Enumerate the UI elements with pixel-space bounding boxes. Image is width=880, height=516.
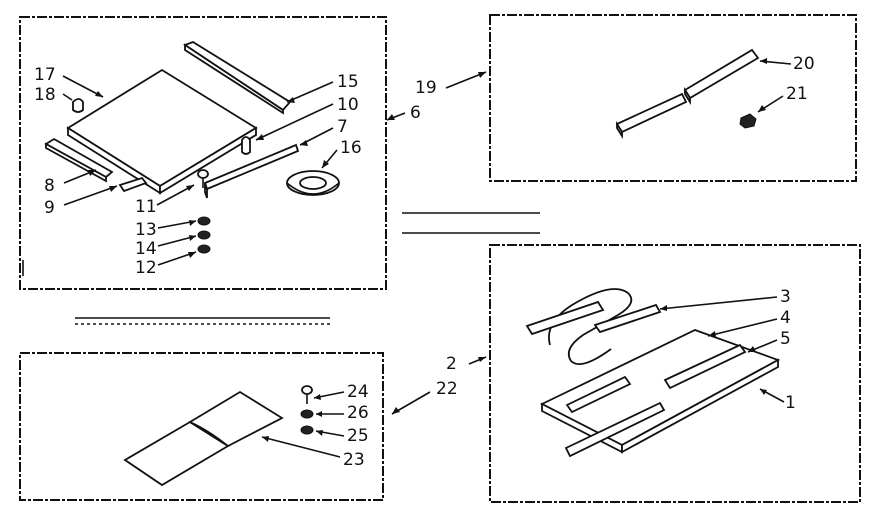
callout-11: 11 bbox=[135, 197, 157, 217]
fastener-21 bbox=[739, 113, 757, 129]
pin-10 bbox=[241, 136, 251, 155]
shelf-panel bbox=[66, 68, 258, 195]
screw-11 bbox=[197, 169, 209, 188]
leader-lines bbox=[62, 58, 792, 458]
callout-22: 22 bbox=[436, 379, 458, 399]
callout-12: 12 bbox=[135, 258, 157, 278]
rod-9 bbox=[118, 176, 148, 193]
callout-19: 19 bbox=[415, 78, 437, 98]
clip-18 bbox=[72, 98, 84, 113]
callout-21: 21 bbox=[786, 84, 808, 104]
group-box-19 bbox=[489, 14, 857, 182]
hardware-24-26-25 bbox=[300, 385, 314, 435]
washers-13-14-12 bbox=[197, 216, 211, 254]
callout-18: 18 bbox=[34, 85, 56, 105]
callout-5: 5 bbox=[780, 329, 791, 349]
callout-25: 25 bbox=[347, 426, 369, 446]
callout-24: 24 bbox=[347, 382, 369, 402]
callout-4: 4 bbox=[780, 308, 791, 328]
callout-6: 6 bbox=[410, 103, 421, 123]
callout-13: 13 bbox=[135, 220, 157, 240]
callout-2: 2 bbox=[446, 354, 457, 374]
callout-14: 14 bbox=[135, 239, 157, 259]
trim-strips-20 bbox=[615, 48, 760, 140]
callout-8: 8 bbox=[44, 176, 55, 196]
callout-16: 16 bbox=[340, 138, 362, 158]
callout-17: 17 bbox=[34, 65, 56, 85]
strip-7 bbox=[203, 143, 300, 199]
callout-1: 1 bbox=[785, 393, 796, 413]
gasket-3 bbox=[525, 288, 662, 365]
callout-15: 15 bbox=[337, 72, 359, 92]
callout-20: 20 bbox=[793, 54, 815, 74]
grommet-16 bbox=[286, 170, 340, 196]
callout-23: 23 bbox=[343, 450, 365, 470]
group-box-6 bbox=[19, 16, 387, 290]
callout-10: 10 bbox=[337, 95, 359, 115]
group-box-2 bbox=[489, 244, 861, 503]
callout-3: 3 bbox=[780, 287, 791, 307]
callout-7: 7 bbox=[337, 117, 348, 137]
registration-marks bbox=[22, 212, 540, 325]
control-board-1 bbox=[539, 329, 781, 458]
callout-9: 9 bbox=[44, 198, 55, 218]
callout-26: 26 bbox=[347, 403, 369, 423]
manual-23 bbox=[123, 390, 284, 487]
